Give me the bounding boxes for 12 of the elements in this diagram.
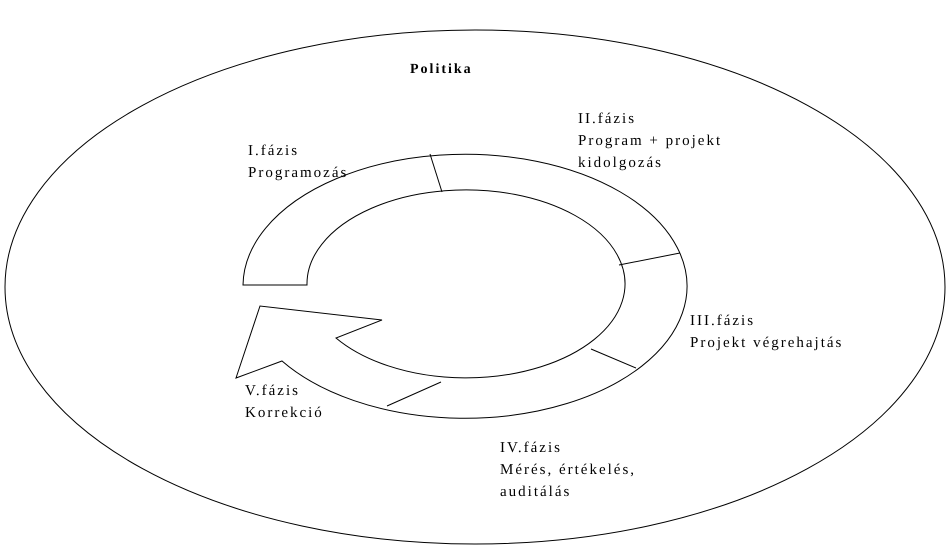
ellipse-region xyxy=(5,30,945,544)
phase-heading: I.fázis xyxy=(248,142,300,161)
phase-heading: III.fázis xyxy=(690,312,756,331)
phase-description: Korrekció xyxy=(245,404,325,423)
phase-description: Mérés, értékelés, auditálás xyxy=(500,461,638,502)
phase-heading: IV.fázis xyxy=(500,439,563,458)
region-title: Politika xyxy=(410,62,473,78)
phase-description: Projekt végrehajtás xyxy=(690,334,844,353)
phase-description: Programozás xyxy=(248,164,350,183)
phase-description: Program + projekt kidolgozás xyxy=(578,132,724,173)
phase-heading: II.fázis xyxy=(578,110,638,129)
phase-heading: V.fázis xyxy=(245,382,301,401)
